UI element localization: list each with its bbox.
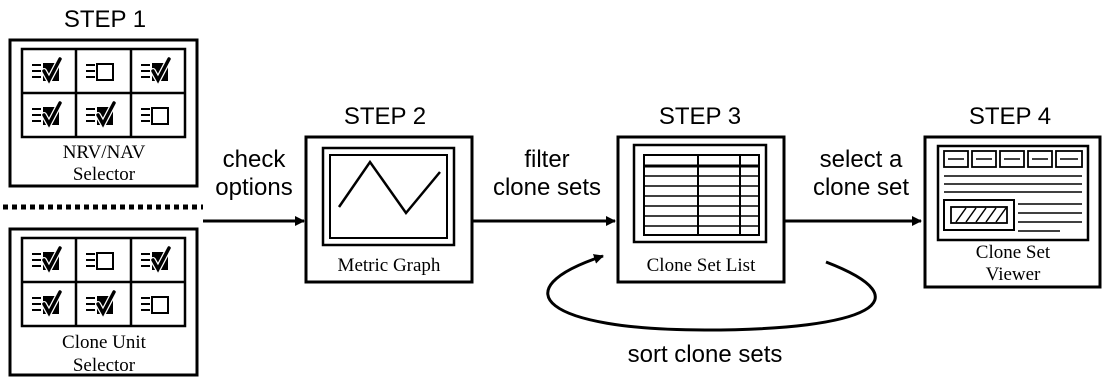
step-4-title: STEP 4 — [969, 103, 1051, 130]
checkbox-grid-icon — [20, 47, 187, 139]
clone-set-list-caption: Clone Set List — [647, 255, 756, 276]
clone-set-list-box: Clone Set List — [616, 135, 786, 284]
step-3-title: STEP 3 — [659, 103, 741, 130]
metric-graph-box: Metric Graph — [304, 135, 474, 284]
filter-clone-sets-label-line2: clone sets — [493, 174, 601, 201]
step-2-title: STEP 2 — [344, 103, 426, 130]
metric-graph-caption: Metric Graph — [338, 255, 441, 276]
clone-unit-caption-line1: Clone Unit — [62, 332, 147, 353]
select-clone-set-label-line1: select a — [820, 146, 903, 173]
code-viewer-icon — [936, 144, 1090, 242]
checkbox-grid-icon — [20, 236, 187, 328]
clone-unit-caption-line2: Selector — [73, 355, 136, 376]
nrv-nav-caption-line1: NRV/NAV — [63, 142, 146, 163]
nrv-nav-selector-box: NRV/NAV Selector — [8, 38, 199, 188]
table-icon — [632, 143, 768, 244]
sort-clone-sets-label: sort clone sets — [628, 341, 783, 368]
check-options-label-line2: options — [215, 174, 292, 201]
line-chart-icon — [321, 146, 456, 247]
clone-set-viewer-caption-line2: Viewer — [986, 264, 1041, 285]
select-clone-set-label-line2: clone set — [813, 174, 909, 201]
clone-set-viewer-caption-line1: Clone Set — [976, 242, 1051, 263]
sort-clone-sets-loop-arrow — [546, 254, 877, 332]
nrv-nav-caption-line2: Selector — [73, 164, 136, 185]
check-options-label-line1: check — [223, 146, 287, 173]
step-1-title: STEP 1 — [64, 6, 146, 33]
clone-set-viewer-box: Clone Set Viewer — [923, 135, 1102, 289]
clone-unit-selector-box: Clone Unit Selector — [8, 227, 199, 377]
filter-clone-sets-label-line1: filter — [524, 146, 569, 173]
